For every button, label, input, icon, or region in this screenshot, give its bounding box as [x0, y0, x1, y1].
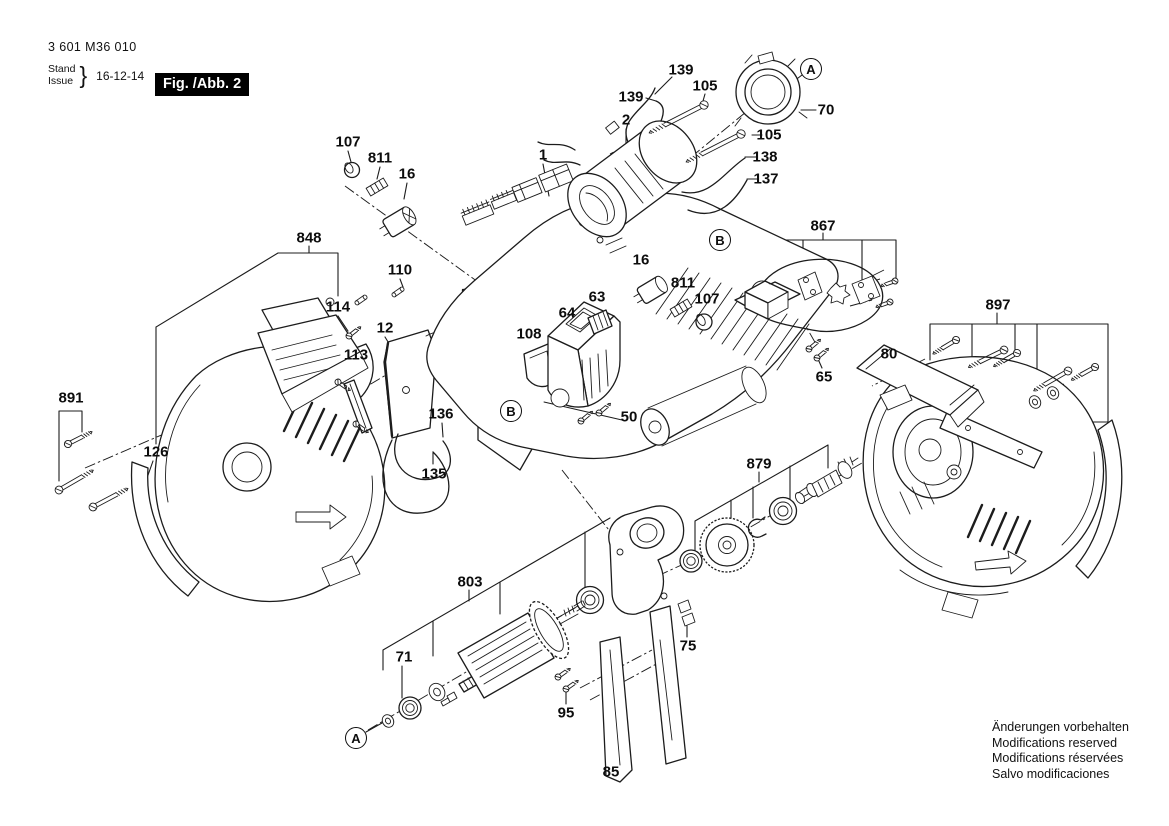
blade-85	[599, 636, 633, 783]
notice-en: Modifications reserved	[992, 735, 1118, 750]
part-label-105: 105	[756, 126, 782, 144]
part-label-16: 16	[398, 165, 416, 183]
part-label-107: 107	[694, 290, 720, 308]
terminal-block	[538, 163, 574, 193]
part-label-811: 811	[670, 274, 696, 292]
notice-de: Änderungen vorbehalten	[992, 720, 1129, 734]
right-housing-assembly	[856, 334, 1123, 619]
callout-B: B	[500, 400, 522, 422]
figure-badge: Fig. /Abb. 2	[155, 73, 250, 96]
wire-137	[687, 179, 748, 215]
part-label-71: 71	[395, 648, 413, 666]
part-label-803: 803	[457, 573, 483, 591]
wire-135	[382, 439, 450, 514]
callout-A: A	[800, 58, 822, 80]
plug-63	[587, 309, 613, 335]
part-label-135: 135	[421, 465, 447, 483]
brush-811	[365, 177, 389, 197]
left-housing-assembly	[130, 297, 386, 602]
bearing-flange-70	[734, 51, 808, 127]
part-label-105: 105	[692, 77, 718, 95]
brace-glyph: }	[79, 61, 88, 88]
rotor-core	[457, 612, 555, 699]
part-label-107: 107	[335, 133, 361, 151]
cover-64-group	[523, 301, 623, 426]
part-label-65: 65	[815, 368, 833, 386]
part-label-897: 897	[985, 296, 1011, 314]
part-label-114: 114	[325, 298, 351, 316]
housing-arc-strip-right	[1075, 419, 1123, 579]
part-label-108: 108	[516, 325, 542, 343]
part-label-139: 139	[668, 61, 694, 79]
rights-notice: Änderungen vorbehalten Modifications res…	[992, 720, 1129, 782]
grip-ridges	[655, 267, 810, 371]
part-label-138: 138	[752, 148, 778, 166]
part-label-16: 16	[632, 251, 650, 269]
direction-arrow-left	[295, 504, 347, 530]
part-label-85: 85	[602, 763, 620, 781]
part-label-50: 50	[620, 408, 638, 426]
drawing-header: 3 601 M36 010 Stand Issue } 16-12-14	[48, 40, 144, 87]
electronics-module-867	[734, 258, 900, 363]
issue-label: Issue	[48, 74, 74, 87]
part-label-867: 867	[810, 217, 836, 235]
callout-B: B	[709, 229, 731, 251]
issue-block: Stand Issue } 16-12-14	[48, 61, 145, 88]
part-label-12: 12	[376, 319, 394, 337]
part-label-2: 2	[621, 111, 631, 129]
housing-arc-strip-left	[130, 461, 200, 597]
bearing-flange-plate	[553, 505, 696, 783]
part-label-137: 137	[753, 170, 779, 188]
part-label-891: 891	[58, 389, 84, 407]
part-label-1: 1	[538, 146, 548, 164]
gear-set-879	[679, 456, 859, 573]
notice-fr: Modifications réservées	[992, 751, 1124, 765]
notice-es: Salvo modificaciones	[992, 766, 1110, 781]
part-label-70: 70	[817, 101, 835, 119]
issue-date: 16-12-14	[96, 68, 145, 83]
brush-set-left	[343, 161, 417, 238]
part-label-879: 879	[746, 455, 772, 473]
part-label-110: 110	[387, 261, 413, 279]
wire-136	[394, 433, 452, 481]
support-leg	[649, 605, 687, 765]
nuts-75	[677, 599, 696, 627]
brush-holder-16	[379, 206, 417, 238]
type-number: 3 601 M36 010	[48, 40, 137, 54]
spindle	[794, 456, 859, 505]
terminal-comb	[489, 189, 518, 210]
part-label-848: 848	[296, 229, 322, 247]
part-label-811: 811	[367, 149, 393, 167]
brush-set-right	[633, 275, 713, 331]
motor-housing-1	[426, 163, 839, 471]
wire-loop	[754, 258, 884, 332]
washer-top	[679, 549, 703, 573]
part-label-136: 136	[428, 405, 454, 423]
part-label-139: 139	[618, 88, 644, 106]
part-label-95: 95	[557, 704, 575, 722]
snap-ring	[747, 516, 767, 538]
part-label-80: 80	[880, 345, 898, 363]
part-label-63: 63	[588, 288, 606, 306]
wire-139a	[625, 87, 656, 143]
part-label-75: 75	[679, 637, 697, 655]
screws-891	[53, 428, 131, 513]
callout-A: A	[345, 727, 367, 749]
stand-label: Stand	[48, 63, 76, 75]
part-label-126: 126	[143, 443, 169, 461]
star-gasket	[826, 282, 851, 305]
terminal-comb	[460, 199, 495, 226]
armature-assembly-803	[379, 600, 586, 730]
direction-arrow-right	[974, 550, 1027, 575]
part-label-113: 113	[343, 346, 369, 364]
field-stator-2	[537, 87, 748, 238]
part-label-64: 64	[558, 304, 576, 322]
wire-138	[681, 157, 746, 194]
terminal-block	[511, 177, 543, 203]
